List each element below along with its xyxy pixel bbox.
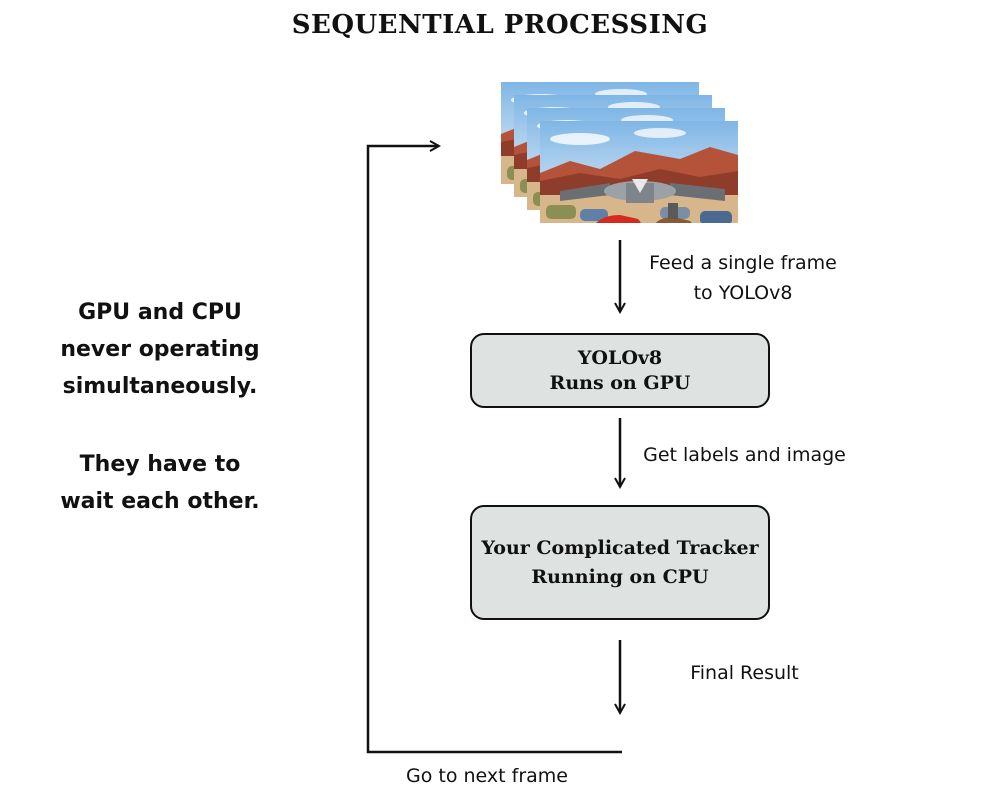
side-note-line: simultaneously.: [62, 374, 258, 399]
side-note-line: never operating: [60, 337, 260, 362]
side-note-line: They have to: [79, 452, 241, 477]
get-labels-label: Get labels and image: [643, 444, 846, 466]
diagram-title: SEQUENTIAL PROCESSING: [291, 10, 709, 40]
yolov8-gpu-box: YOLOv8 Runs on GPU: [470, 333, 770, 408]
loop-back-line: [366, 146, 622, 754]
box-line: Your Complicated Tracker: [481, 536, 759, 559]
frame-stack-image: [501, 82, 738, 240]
box-line: YOLOv8: [577, 346, 663, 369]
side-note-2: They have to wait each other.: [40, 446, 280, 520]
label-line: to YOLOv8: [693, 282, 793, 304]
next-frame-label: Go to next frame: [406, 765, 568, 787]
box-line: Runs on GPU: [549, 371, 691, 394]
feed-frame-label: Feed a single frame to YOLOv8: [638, 248, 848, 308]
final-result-label: Final Result: [690, 662, 799, 684]
tracker-cpu-box: Your Complicated Tracker Running on CPU: [470, 505, 770, 620]
side-note: GPU and CPU never operating simultaneous…: [40, 294, 280, 405]
side-note-line: GPU and CPU: [78, 300, 242, 325]
side-note-line: wait each other.: [60, 489, 260, 514]
label-line: Feed a single frame: [649, 252, 837, 274]
box-line: Running on CPU: [531, 565, 709, 588]
